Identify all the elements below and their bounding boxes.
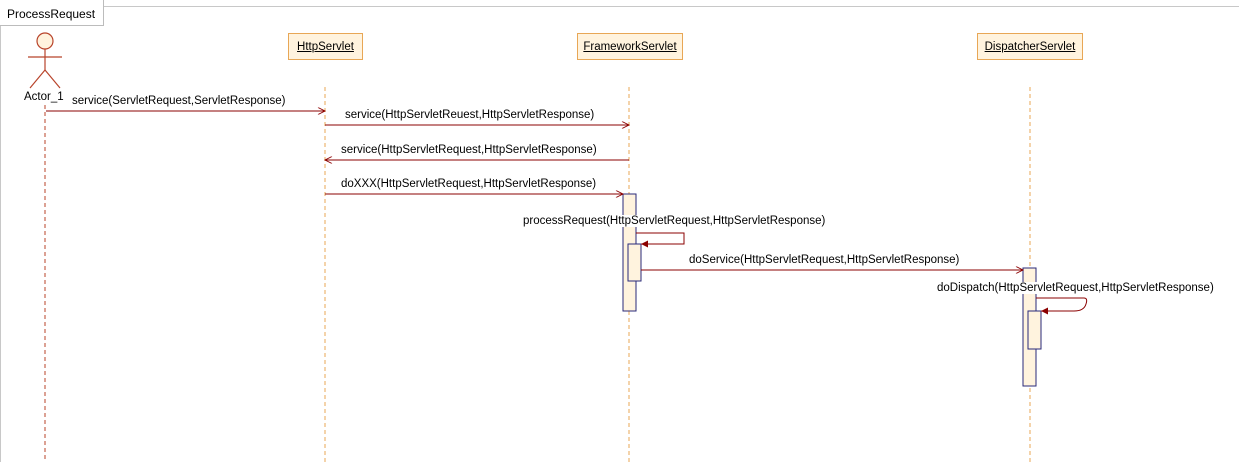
lifeline-head-httpservlet: HttpServlet [288,33,363,60]
message-label-2: service(HttpServletReuest,HttpServletRes… [344,109,596,121]
diagram-frame-title: ProcessRequest [0,0,105,26]
message-label-5: processRequest(HttpServletRequest,HttpSe… [522,215,827,227]
message-label-4: doXXX(HttpServletRequest,HttpServletResp… [340,178,598,190]
diagram-frame-left-border [0,6,1,462]
lifeline-head-dispatcherservlet: DispatcherServlet [977,33,1083,60]
message-arrow-5-self [636,232,685,248]
message-arrow-7-self [1036,297,1088,315]
message-label-7: doDispatch(HttpServletRequest,HttpServle… [936,282,1215,294]
activation-dispatcherservlet-inner [1027,310,1042,350]
lifeline-head-frameworkservlet: FrameworkServlet [577,33,683,60]
actor-name: Actor_1 [24,91,64,103]
actor-icon [28,32,62,89]
activation-frameworkservlet-inner [627,243,642,282]
message-label-6: doService(HttpServletRequest,HttpServlet… [688,254,961,266]
message-label-3: service(HttpServletRequest,HttpServletRe… [340,144,598,156]
message-label-1: service(ServletRequest,ServletResponse) [71,95,287,107]
diagram-frame-top-border [0,6,1239,7]
